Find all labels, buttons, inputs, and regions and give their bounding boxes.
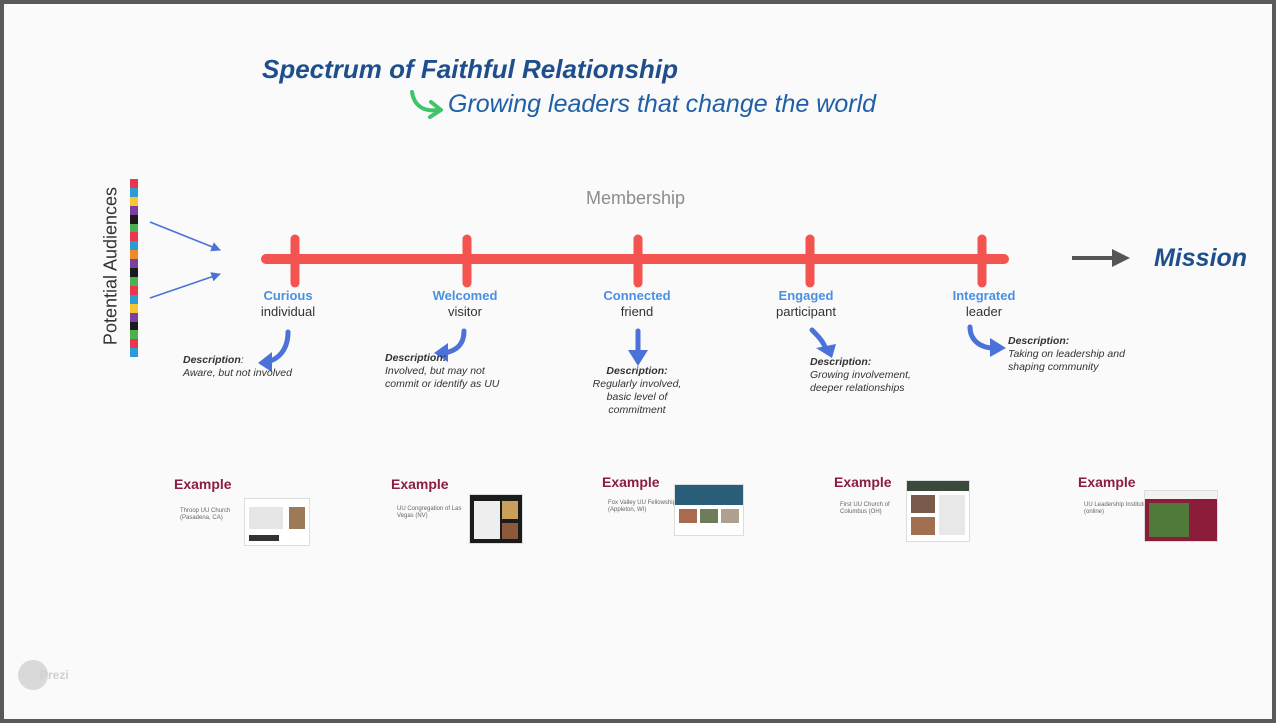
- audience-arrows-icon: [149, 221, 221, 299]
- example-thumbnail[interactable]: [469, 494, 523, 544]
- description-text: Regularly involved, basic level of commi…: [592, 378, 682, 416]
- stage-name: Welcomed: [432, 288, 498, 303]
- description-text: Involved, but may not commit or identify…: [385, 365, 500, 390]
- stage-name: Curious: [263, 288, 313, 303]
- right-arrow-icon: [1072, 249, 1130, 267]
- stage-description: Description: Growing involvement, deeper…: [810, 356, 930, 395]
- slide-canvas: Spectrum of Faithful Relationship Growin…: [4, 4, 1272, 719]
- membership-label: Membership: [586, 188, 686, 208]
- description-heading: Description:: [385, 352, 447, 364]
- curved-down-arrow-icon: [809, 327, 836, 358]
- example-thumbnail[interactable]: [1144, 490, 1218, 542]
- down-arrow-icon: [628, 328, 648, 366]
- description-heading: Description:: [606, 365, 668, 377]
- stage-engaged: Engaged participant: [746, 288, 866, 319]
- example-caption: Throop UU Church (Pasadena, CA): [180, 508, 231, 521]
- stage-role: visitor: [448, 304, 482, 319]
- stage-description: Description: Taking on leadership and sh…: [1008, 335, 1143, 374]
- green-curved-arrow-icon: [410, 90, 443, 119]
- description-text: Aware, but not involved: [183, 367, 292, 379]
- example-thumbnail[interactable]: [906, 480, 970, 542]
- curved-down-arrow-icon: [434, 328, 467, 362]
- description-text: Growing involvement, deeper relationship…: [810, 369, 911, 394]
- example-card-welcomed: Example UU Congregation of Las Vegas (NV…: [389, 476, 539, 548]
- description-heading: Description: [183, 354, 241, 366]
- prezi-watermark: Prezi: [40, 668, 69, 682]
- stage-integrated: Integrated leader: [924, 288, 1044, 319]
- stage-connected: Connected friend: [577, 288, 697, 319]
- page-title: Spectrum of Faithful Relationship: [262, 54, 679, 84]
- membership-timeline: [261, 234, 1009, 288]
- stage-role: individual: [260, 304, 316, 319]
- stage-welcomed: Welcomed visitor: [405, 288, 525, 319]
- description-heading: Description:: [810, 356, 872, 368]
- prezi-logo-icon: [18, 660, 48, 690]
- description-heading: Description:: [1008, 335, 1070, 347]
- stage-name: Integrated: [952, 288, 1016, 303]
- example-card-connected: Example Fox Valley UU Fellowship (Applet…: [600, 474, 750, 546]
- example-thumbnail[interactable]: [244, 498, 310, 546]
- example-caption: UU Leadership Institute (online): [1084, 502, 1147, 515]
- audiences-label: Potential Audiences: [100, 186, 121, 346]
- stage-role: friend: [620, 304, 654, 319]
- example-title: Example: [391, 476, 449, 492]
- stage-name: Connected: [603, 288, 671, 303]
- example-card-curious: Example Throop UU Church (Pasadena, CA): [172, 476, 322, 548]
- stage-name: Engaged: [778, 288, 834, 303]
- example-title: Example: [834, 474, 892, 490]
- stage-description: Description: Regularly involved, basic l…: [582, 365, 692, 417]
- example-card-engaged: Example First UU Church of Columbus (OH): [832, 474, 982, 546]
- audience-color-strip: [130, 179, 138, 358]
- example-card-integrated: Example UU Leadership Institute (online): [1076, 474, 1226, 546]
- example-title: Example: [602, 474, 660, 490]
- example-title: Example: [174, 476, 232, 492]
- curved-right-arrow-icon: [967, 324, 1006, 357]
- mission-label: Mission: [1154, 244, 1248, 272]
- example-thumbnail[interactable]: [674, 484, 744, 536]
- stage-curious: Curious individual: [228, 288, 348, 319]
- stage-role: leader: [965, 304, 1003, 319]
- stage-role: participant: [776, 304, 836, 319]
- example-caption: Fox Valley UU Fellowship (Appleton, WI): [608, 500, 676, 513]
- stage-description: Description: Involved, but may not commi…: [385, 352, 520, 391]
- example-caption: First UU Church of Columbus (OH): [840, 502, 890, 515]
- stage-description: Description: Aware, but not involved: [183, 354, 292, 379]
- curved-down-arrow-icon: [258, 329, 291, 372]
- example-title: Example: [1078, 474, 1136, 490]
- example-caption: UU Congregation of Las Vegas (NV): [397, 506, 462, 519]
- subtitle: Growing leaders that change the world: [448, 90, 877, 118]
- description-text: Taking on leadership and shaping communi…: [1008, 348, 1125, 373]
